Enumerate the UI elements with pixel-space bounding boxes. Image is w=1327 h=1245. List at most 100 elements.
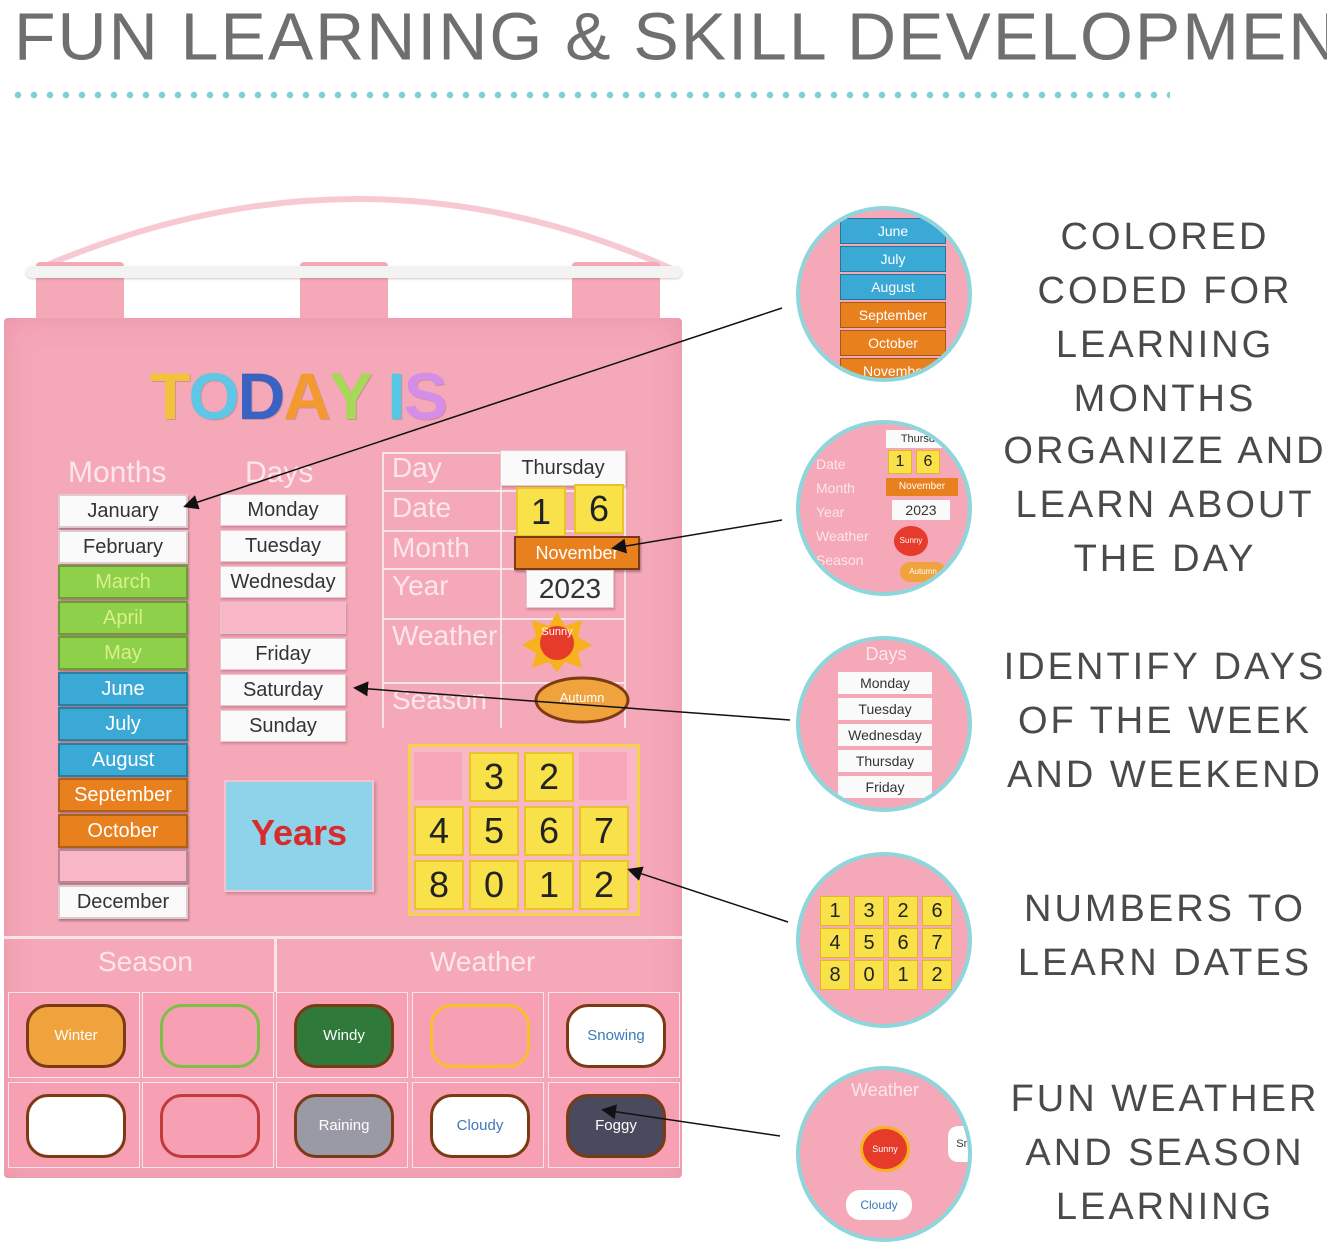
weather-season-piece[interactable] — [160, 1094, 260, 1158]
weather-season-piece[interactable]: Snowing — [566, 1004, 666, 1068]
zoom-day-card: Tuesday — [838, 698, 932, 720]
month-card[interactable]: July — [58, 707, 188, 741]
month-card[interactable]: April — [58, 600, 188, 635]
today-letter: T — [150, 359, 190, 433]
months-header: Months — [68, 456, 167, 489]
info-divider — [382, 682, 626, 684]
year-value-card[interactable]: 2023 — [526, 570, 614, 608]
day-card[interactable]: Sunday — [220, 710, 346, 742]
date-digit[interactable]: 6 — [574, 484, 624, 534]
hanging-rope — [37, 196, 673, 271]
zoom-info-label: Month — [816, 480, 855, 496]
zoom-number-tile: 2 — [922, 960, 952, 990]
zoom-day-card: Thursda — [886, 430, 956, 448]
zoom-month-card: September — [840, 302, 946, 328]
day-card[interactable]: Wednesday — [220, 566, 346, 598]
number-tile[interactable]: 2 — [579, 860, 629, 910]
weather-header: Weather — [430, 946, 536, 977]
day-card[interactable]: Friday — [220, 638, 346, 670]
month-card[interactable]: December — [58, 884, 188, 919]
zoom-info-label: Season — [816, 552, 864, 568]
season-header: Season — [98, 946, 193, 977]
zoom-info-label: Weather — [816, 528, 869, 544]
info-label: Date — [392, 492, 452, 523]
month-card[interactable] — [58, 849, 188, 883]
zoom-number-tile: 2 — [888, 896, 918, 926]
autumn-leaf-icon[interactable]: Autumn — [534, 674, 630, 726]
zoom-day-card: Monday — [838, 672, 932, 694]
month-card[interactable]: May — [58, 636, 188, 670]
weather-season-piece[interactable] — [160, 1004, 260, 1068]
today-letter: I — [387, 359, 405, 433]
info-label: Month — [392, 532, 470, 563]
zoom-number-tile: 7 — [922, 928, 952, 958]
month-card[interactable]: January — [58, 494, 188, 528]
dotted-divider — [10, 90, 1170, 100]
zoom-info-label: Year — [816, 504, 845, 520]
today-letter: A — [283, 359, 331, 433]
number-tile[interactable]: 0 — [469, 860, 519, 910]
zoom-year-card: 2023 — [892, 500, 950, 520]
today-letter: Y — [329, 359, 373, 433]
month-card[interactable]: February — [58, 529, 188, 564]
today-letter: O — [188, 359, 239, 433]
date-digit[interactable]: 1 — [516, 487, 566, 537]
zoom-number-tile: 4 — [820, 928, 850, 958]
number-tile[interactable]: 5 — [469, 806, 519, 856]
weather-season-piece[interactable]: Winter — [26, 1004, 126, 1068]
zoom-number-tile: 6 — [888, 928, 918, 958]
season-weather-cell — [142, 992, 274, 1078]
zoom-number-tile: 1 — [820, 896, 850, 926]
weather-season-piece[interactable]: Cloudy — [430, 1094, 530, 1158]
callout-numbers: NUMBERS TO LEARN DATES — [1017, 888, 1313, 984]
zoom-day-card: Thursday — [838, 750, 932, 772]
zoom-days-header: Days — [865, 644, 907, 664]
month-card[interactable]: March — [58, 565, 188, 599]
day-card[interactable]: Monday — [220, 494, 346, 526]
years-pocket: Years — [224, 780, 374, 892]
zoom-number-tile: 6 — [922, 896, 952, 926]
weather-season-piece[interactable] — [430, 1004, 530, 1068]
day-value-card[interactable]: Thursday — [500, 450, 626, 486]
zoom-month-card: Novembe — [840, 358, 946, 378]
info-label: Day — [392, 452, 442, 483]
number-tile[interactable]: 4 — [414, 806, 464, 856]
month-card[interactable]: September — [58, 778, 188, 812]
info-label: Weather — [392, 620, 498, 651]
weather-season-piece[interactable]: Windy — [294, 1004, 394, 1068]
number-tile[interactable]: 3 — [469, 752, 519, 802]
zoom-day-card: Wednesday — [838, 724, 932, 746]
zoom-day-card: Friday — [838, 776, 932, 798]
number-tile[interactable]: 2 — [524, 752, 574, 802]
weather-season-piece[interactable]: Raining — [294, 1094, 394, 1158]
number-tile[interactable]: 7 — [579, 806, 629, 856]
number-tile[interactable]: 6 — [524, 806, 574, 856]
month-card[interactable]: June — [58, 671, 188, 706]
month-card[interactable]: October — [58, 813, 188, 848]
zoom-number-tile: 0 — [854, 960, 884, 990]
callout-organize-day: ORGANIZE AND LEARN ABOUT THE DAY — [1003, 430, 1327, 580]
zoom-snowing: Sn — [948, 1126, 968, 1162]
day-card[interactable]: Saturday — [220, 674, 346, 706]
callout-identify-days: IDENTIFY DAYS OF THE WEEK AND WEEKEND — [1003, 646, 1327, 796]
day-card[interactable]: Tuesday — [220, 530, 346, 562]
empty-slot — [414, 752, 462, 800]
zoom-date-digit: 6 — [916, 450, 940, 474]
number-tile[interactable]: 1 — [524, 860, 574, 910]
day-card[interactable] — [220, 602, 346, 634]
number-tile[interactable]: 8 — [414, 860, 464, 910]
zoom-month-card: October — [840, 330, 946, 356]
month-card[interactable]: August — [58, 742, 188, 777]
info-divider — [382, 530, 626, 532]
info-divider — [382, 490, 626, 492]
weather-season-piece[interactable]: Summer — [26, 1094, 126, 1158]
callout-weather-season: FUN WEATHER AND SEASON LEARNING — [1010, 1078, 1320, 1228]
zoom-weather-header: Weather — [851, 1080, 919, 1100]
sun-icon[interactable]: Sunny — [522, 610, 592, 672]
hanging-rod — [26, 266, 682, 278]
month-value-card[interactable]: November — [514, 536, 640, 570]
info-divider — [382, 618, 626, 620]
